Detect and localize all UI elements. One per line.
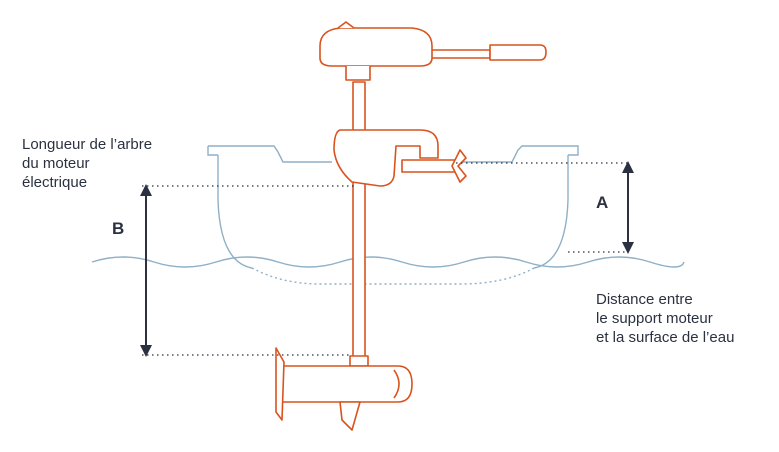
water-surface-icon: [91, 256, 685, 268]
shaft-length-label: Longueur de l’arbre du moteur électrique: [22, 136, 153, 191]
marker-a-label: A: [596, 193, 609, 212]
boat-hull-icon: [207, 145, 579, 285]
marker-b-label: B: [112, 219, 125, 238]
distance-label: Distance entre le support moteur et la s…: [596, 291, 735, 346]
electric-motor-icon: [275, 21, 547, 431]
dimension-arrows: [140, 161, 634, 357]
dimension-guides: [142, 162, 628, 356]
